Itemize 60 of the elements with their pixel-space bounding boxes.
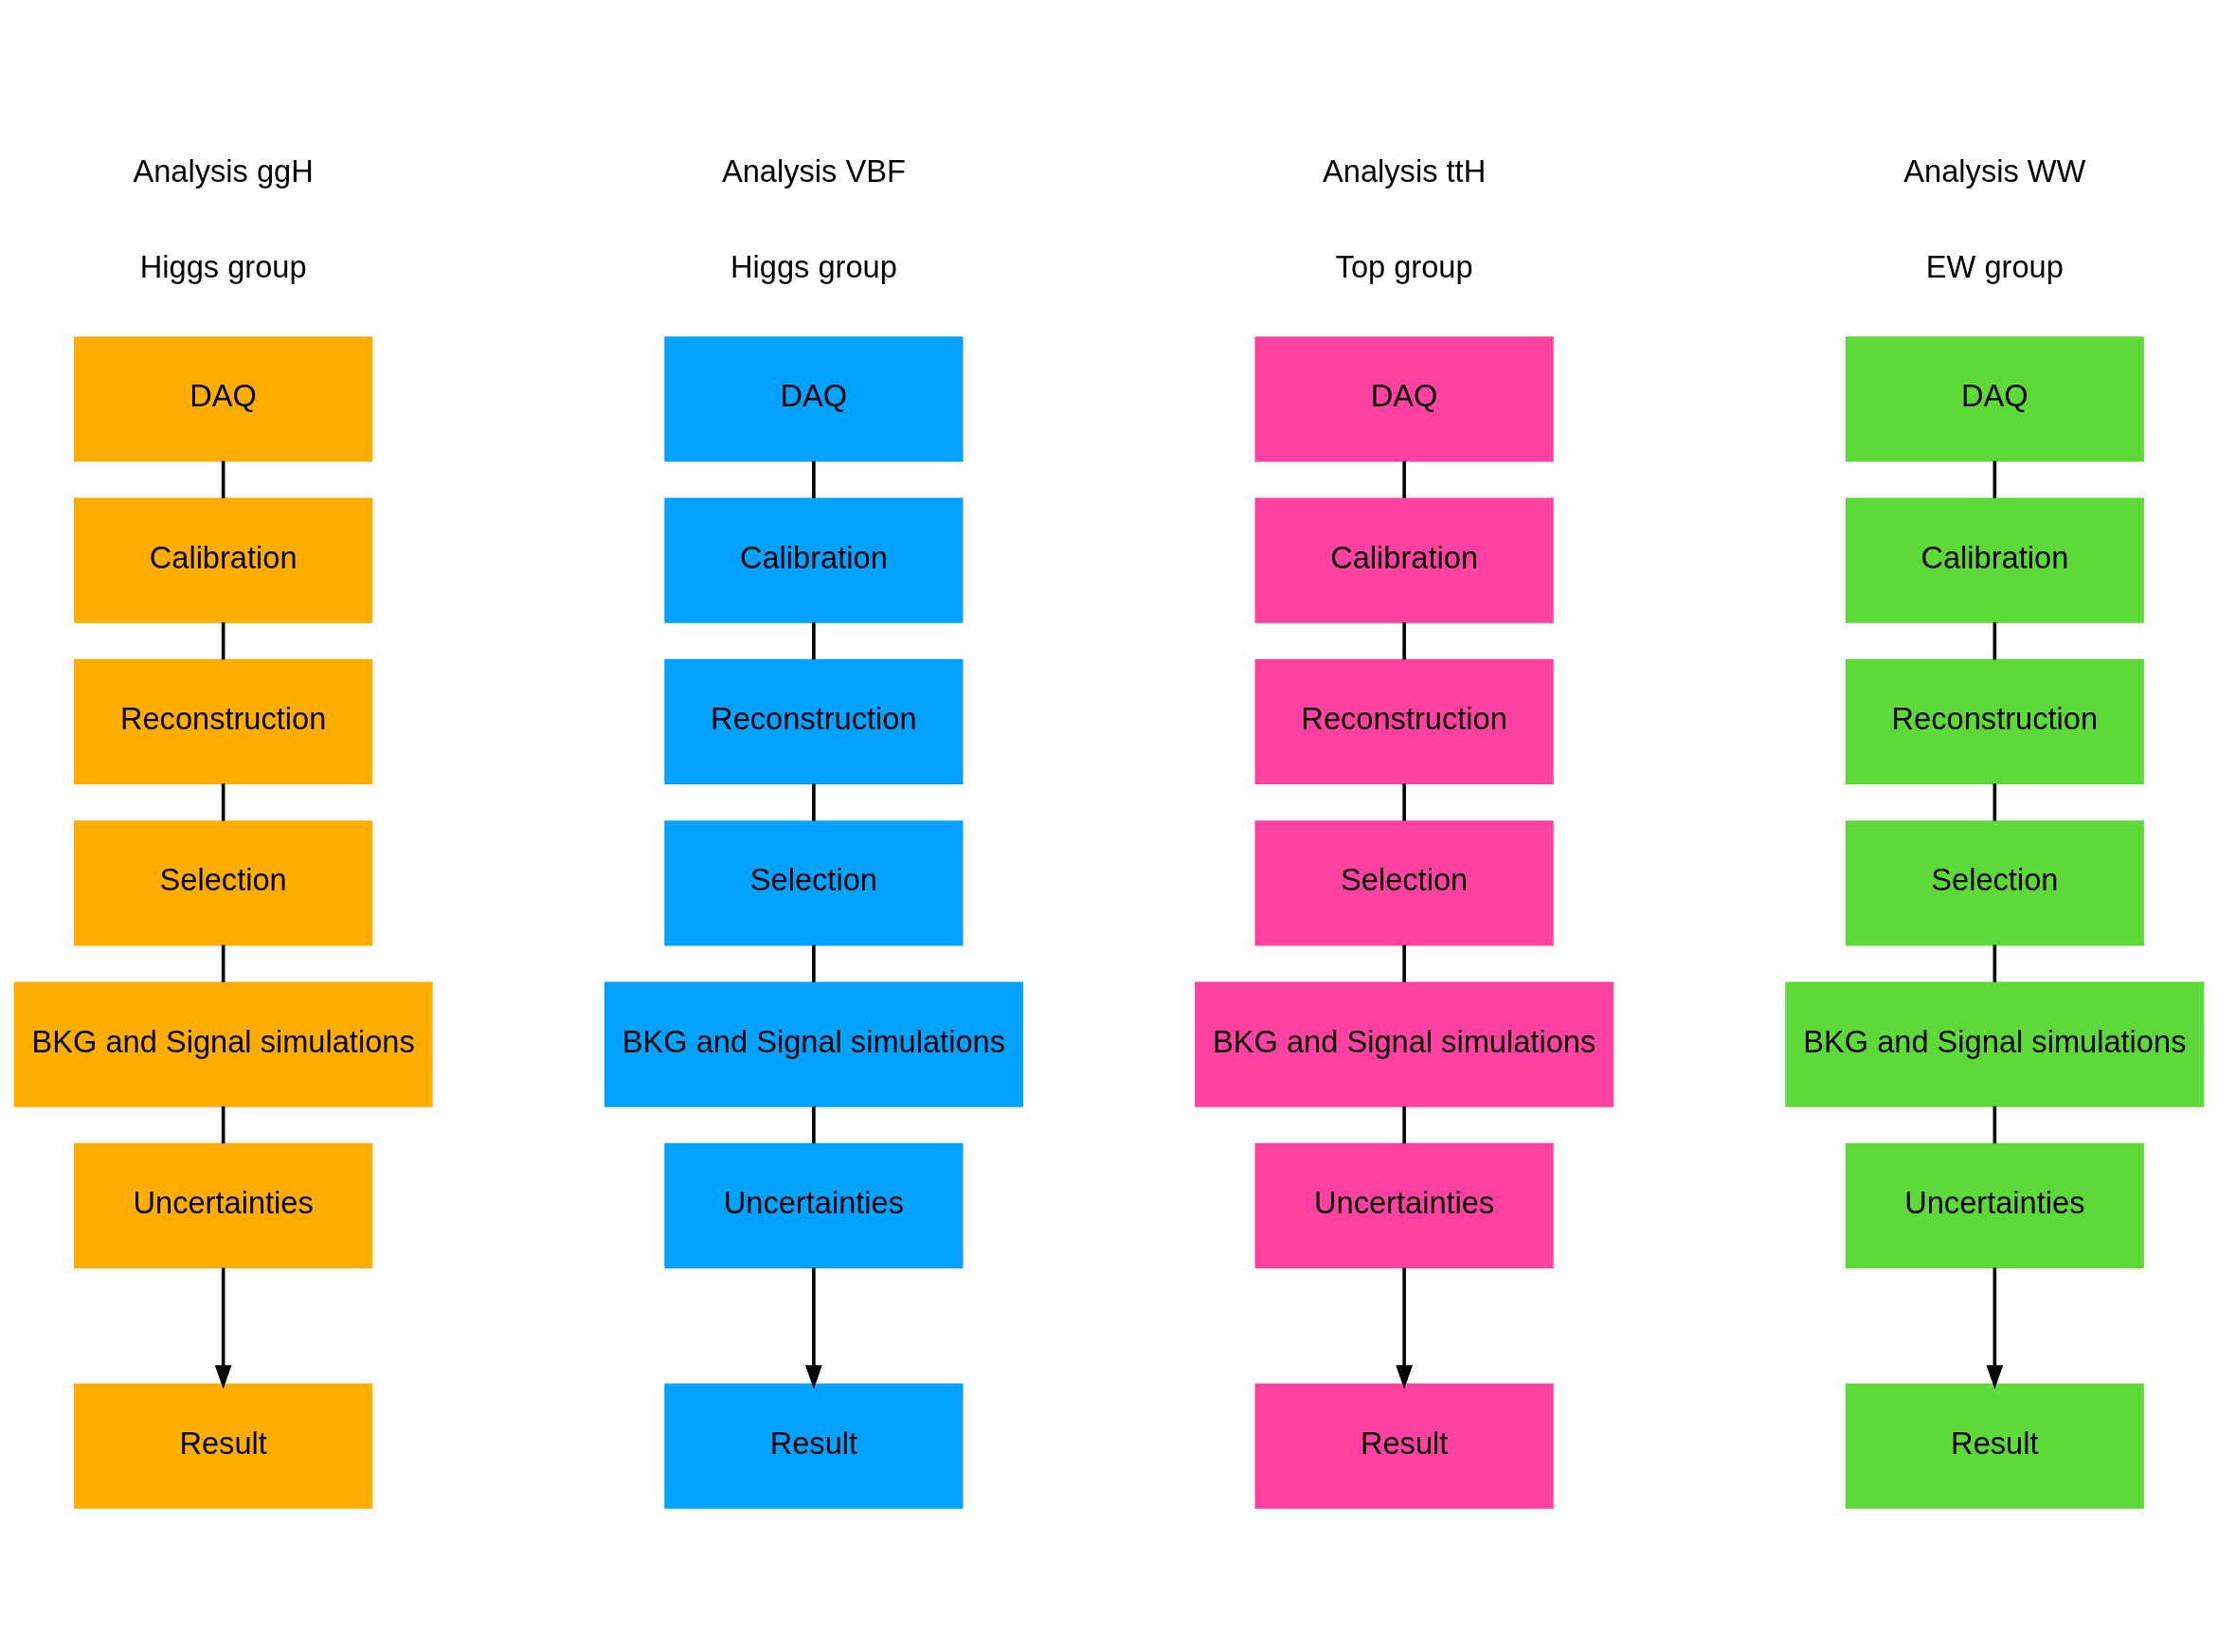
connector (221, 621, 225, 659)
node-box: Selection (664, 819, 964, 945)
connector (1993, 1105, 1997, 1143)
node-box: Result (664, 1382, 964, 1509)
node-box: Calibration (1845, 497, 2144, 623)
connector (1402, 944, 1406, 982)
node-box: Calibration (74, 497, 373, 623)
arrow (805, 1266, 822, 1390)
node-box: Calibration (1254, 497, 1554, 623)
connector (1993, 460, 1997, 498)
node-box: Reconstruction (1254, 658, 1554, 784)
node-box: Reconstruction (664, 658, 964, 784)
node-box: Reconstruction (1845, 658, 2144, 784)
node-box: BKG and Signal simulations (1195, 980, 1614, 1107)
label: Analysis WW (1903, 153, 2086, 189)
node-box: Uncertainties (74, 1142, 373, 1268)
node-box: Selection (1254, 819, 1554, 945)
arrow (214, 1266, 232, 1390)
node-box: Result (74, 1382, 373, 1509)
node-box: Calibration (664, 497, 964, 623)
connector (1402, 782, 1406, 821)
node-box: DAQ (664, 335, 964, 461)
label: Analysis ttH (1323, 153, 1487, 189)
node-box: BKG and Signal simulations (604, 980, 1023, 1107)
connector (221, 944, 225, 982)
node-box: Result (1845, 1382, 2144, 1509)
label: Top group (1335, 248, 1473, 284)
node-box: Reconstruction (74, 658, 373, 784)
connector (221, 1105, 225, 1143)
node-box: Uncertainties (1254, 1142, 1554, 1268)
connector (221, 782, 225, 821)
node-box: Selection (1845, 819, 2144, 945)
connector (221, 460, 225, 498)
arrow (1396, 1266, 1413, 1390)
node-box: DAQ (1845, 335, 2144, 461)
node-box: Result (1254, 1382, 1554, 1509)
connector (812, 1105, 816, 1143)
connector (1993, 621, 1997, 659)
connector (1993, 944, 1997, 982)
connector (1402, 621, 1406, 659)
connector (812, 944, 816, 982)
node-box: Uncertainties (1845, 1142, 2144, 1268)
label: Analysis VBF (721, 153, 906, 189)
connector (812, 460, 816, 498)
node-box: DAQ (74, 335, 373, 461)
node-box: Uncertainties (664, 1142, 964, 1268)
node-box: DAQ (1254, 335, 1554, 461)
label: Analysis ggH (133, 153, 314, 189)
connector (1993, 782, 1997, 821)
node-box: Selection (74, 819, 373, 945)
label: EW group (1925, 248, 2064, 284)
connector (812, 782, 816, 821)
label: Higgs group (730, 248, 897, 284)
connector (1402, 460, 1406, 498)
arrow (1986, 1266, 2004, 1390)
connector (812, 621, 816, 659)
connector (1402, 1105, 1406, 1143)
node-box: BKG and Signal simulations (13, 980, 433, 1107)
label: Higgs group (139, 248, 307, 284)
node-box: BKG and Signal simulations (1785, 980, 2205, 1107)
